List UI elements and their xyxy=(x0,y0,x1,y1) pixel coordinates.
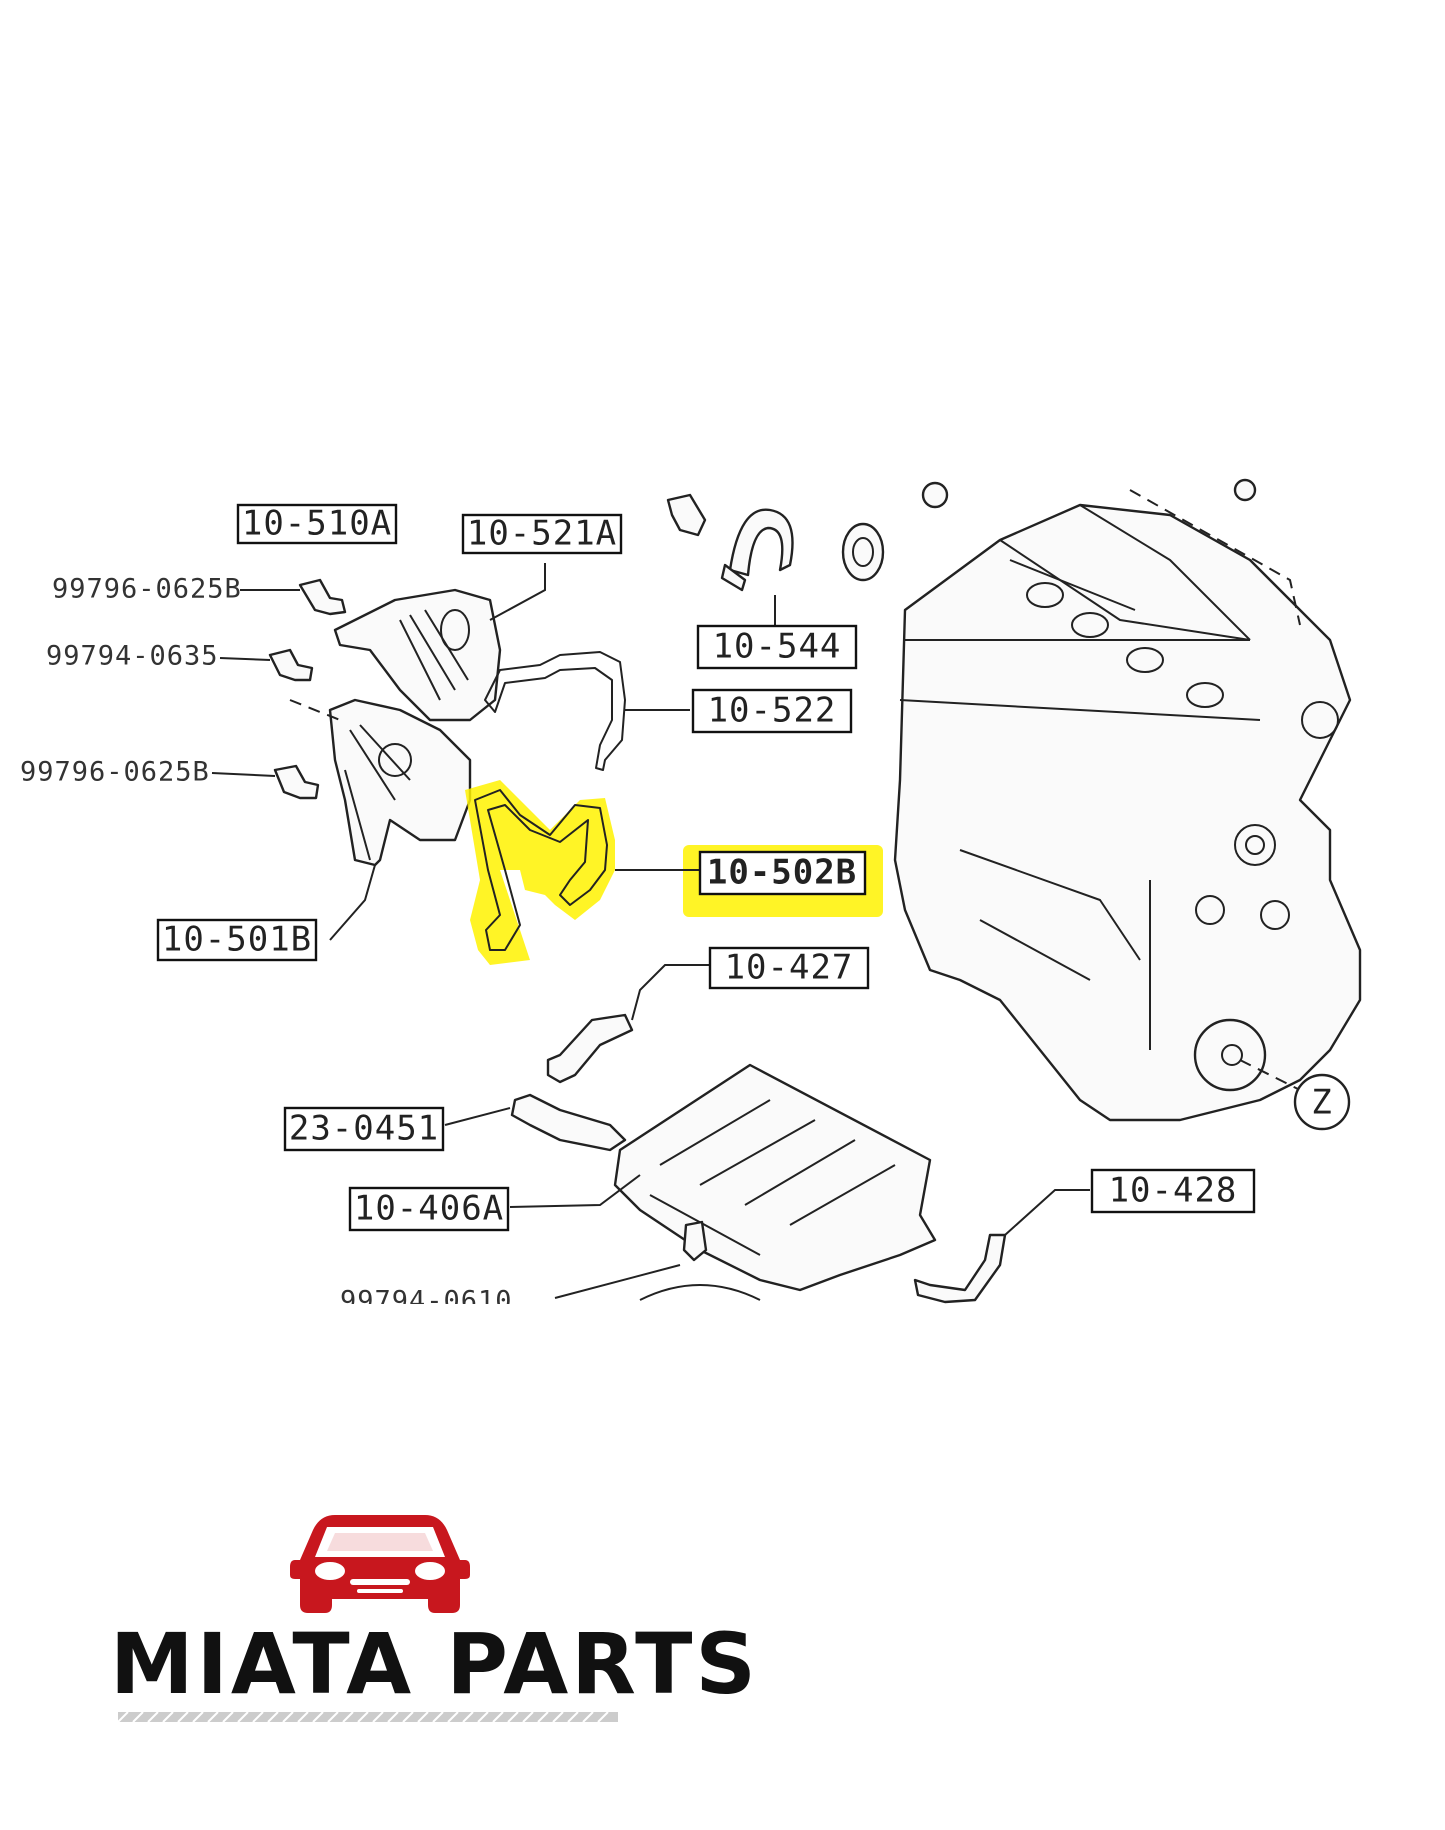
gasket-10-502B-highlighted xyxy=(465,780,615,965)
label-text: 10-502B xyxy=(707,853,857,893)
bolt-label-99796-0625B-upper: 99796-0625B xyxy=(52,574,242,605)
part-label-10-406A: 10-406A xyxy=(348,1186,510,1232)
bolt-label-99794-0635: 99794-0635 xyxy=(46,641,219,672)
seal-part-illustration xyxy=(841,522,885,582)
car-front-icon xyxy=(290,1515,470,1613)
bolt-99796-0625B-upper-illustration xyxy=(298,578,347,616)
drain-plug-illustration xyxy=(639,1220,761,1301)
bracket-part-top-illustration xyxy=(666,493,707,537)
label-text: 10-428 xyxy=(1109,1171,1238,1211)
z-marker-circle xyxy=(1293,1073,1351,1131)
label-text: 10-501B xyxy=(162,920,312,960)
bolt-99796-0625B-lower-illustration xyxy=(273,764,320,800)
engine-block-illustration xyxy=(893,478,1362,1122)
seal-strip-10-428-illustration xyxy=(913,1233,1007,1304)
part-label-10-544: 10-544 xyxy=(696,624,858,670)
label-text: 10-522 xyxy=(708,691,837,731)
timing-cover-upper-illustration xyxy=(333,588,502,722)
brand-underline-decoration xyxy=(117,1711,618,1723)
gasket-strip-23-0451-illustration xyxy=(510,1093,627,1152)
part-label-23-0451: 23-0451 xyxy=(283,1106,445,1152)
label-text: 10-406A xyxy=(354,1189,504,1229)
label-text: 23-0451 xyxy=(289,1109,439,1149)
bolt-label-99796-0625B-lower: 99796-0625B xyxy=(20,757,210,788)
label-text: 10-427 xyxy=(725,948,854,988)
gasket-highlight-fill xyxy=(465,780,615,965)
dash-leader-bolt xyxy=(289,699,341,721)
label-text: 10-510A xyxy=(242,504,392,544)
part-label-10-428: 10-428 xyxy=(1090,1168,1256,1214)
part-label-10-522: 10-522 xyxy=(691,688,853,734)
label-text: 10-544 xyxy=(713,627,842,667)
gasket-10-522-illustration xyxy=(484,651,626,771)
part-label-10-501B: 10-501B xyxy=(156,918,318,962)
timing-cover-lower-illustration xyxy=(328,698,472,867)
part-label-10-502B: 10-502B xyxy=(698,850,867,896)
bolt-99794-0635-illustration xyxy=(268,648,314,682)
brand-name: MIATA PARTS xyxy=(110,1615,759,1713)
hose-part-10-544 xyxy=(720,508,794,592)
part-label-10-521A: 10-521A xyxy=(461,514,623,555)
seal-strip-10-427-illustration xyxy=(546,1013,634,1084)
part-label-10-510A: 10-510A xyxy=(236,504,398,545)
part-label-10-427: 10-427 xyxy=(708,946,870,990)
oil-pan-illustration xyxy=(613,1063,937,1292)
z-marker-text: Z xyxy=(1311,1083,1332,1123)
label-text: 10-521A xyxy=(467,514,617,554)
leader-lines xyxy=(211,563,1090,1299)
diagram-crop-mask xyxy=(0,1304,1445,1364)
